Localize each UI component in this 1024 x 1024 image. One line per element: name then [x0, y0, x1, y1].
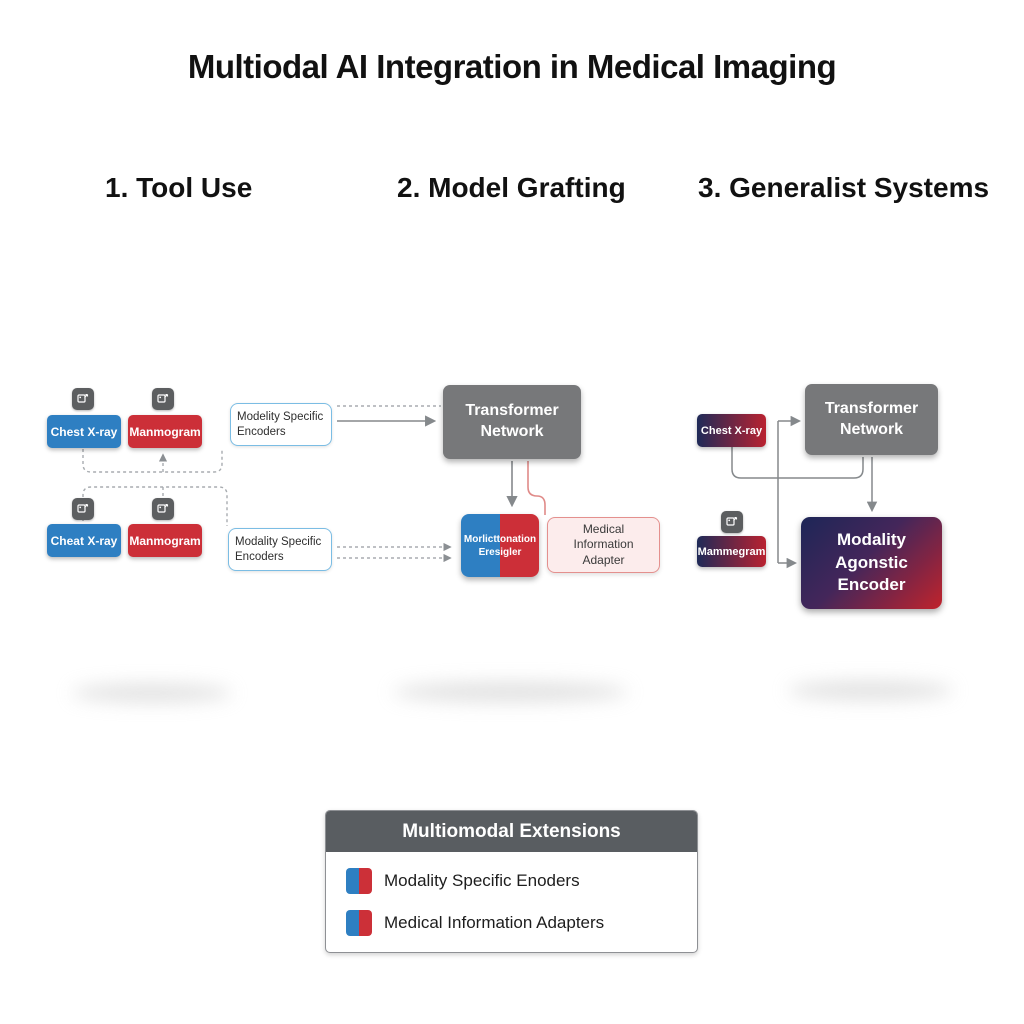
legend-item-label: Modality Specific Enoders: [384, 871, 580, 890]
section-heading-model-grafting: 2. Model Grafting: [397, 172, 626, 203]
blue-red-swatch-icon: [346, 868, 372, 894]
section-heading-tool-use: 1. Tool Use: [105, 172, 253, 203]
mammogram-box: Manmogram: [128, 524, 202, 557]
medical-information-adapter-box: Medical Information Adapter: [547, 517, 660, 573]
transformer-network-box: Transformer Network: [805, 384, 938, 455]
medical-information-adapter-label: Medical Information Adapter: [573, 521, 634, 567]
grafted-encoder-line2: Eresigler: [478, 546, 522, 558]
image-icon: [72, 388, 94, 410]
shadow-model-grafting: [393, 682, 628, 702]
legend-box: Multiomodal Extensions Modality Specific…: [325, 810, 698, 953]
chest-xray-label: Chest X-ray: [700, 424, 763, 437]
blue-red-swatch-icon: [346, 910, 372, 936]
mammogram-box: Manmogram: [128, 415, 202, 448]
section-heading-generalist-systems: 3. Generalist Systems: [698, 172, 990, 203]
legend-item-label: Medical Information Adapters: [384, 913, 605, 932]
diagram-title: Multiodal AI Integration in Medical Imag…: [187, 48, 837, 85]
shadow-tool-use: [72, 684, 232, 702]
mammogram-box: Mammegram: [697, 536, 766, 567]
legend-title: Multiomodal Extensions: [326, 811, 697, 852]
encoder-label: Modality Specific Encoders: [235, 536, 322, 563]
modality-agnostic-encoder-box: Modality Agonstic Encoder: [801, 517, 942, 609]
chest-xray-box: Chest X-ray: [47, 415, 121, 448]
transformer-network-label: Transformer Network: [465, 402, 559, 440]
modality-specific-encoders-box-1: Modelity Specific Encoders: [230, 403, 332, 446]
image-icon: [152, 388, 174, 410]
grafted-encoder-box: Morlicttonation Eresigler: [461, 514, 539, 577]
chest-xray-box: Cheat X-ray: [47, 524, 121, 557]
shadow-generalist: [788, 681, 953, 700]
grafted-encoder-line1: Morlicttonation: [463, 533, 537, 545]
mammogram-label: Mammegram: [697, 545, 766, 558]
chest-xray-label: Cheat X-ray: [50, 533, 118, 548]
transformer-network-label: Transformer Network: [824, 399, 919, 438]
encoder-label: Modelity Specific Encoders: [237, 411, 324, 438]
image-icon: [72, 498, 94, 520]
transformer-network-box: Transformer Network: [443, 385, 581, 459]
mammogram-label: Manmogram: [129, 533, 201, 548]
image-icon: [152, 498, 174, 520]
legend-item: Modality Specific Enoders: [346, 868, 697, 894]
mammogram-label: Manmogram: [129, 424, 201, 439]
chest-xray-label: Chest X-ray: [50, 424, 118, 439]
modality-agnostic-encoder-label: Modality Agonstic Encoder: [835, 529, 908, 595]
image-icon: [721, 511, 743, 533]
modality-specific-encoders-box-2: Modality Specific Encoders: [228, 528, 332, 571]
chest-xray-box: Chest X-ray: [697, 414, 766, 447]
legend-item: Medical Information Adapters: [346, 910, 697, 936]
